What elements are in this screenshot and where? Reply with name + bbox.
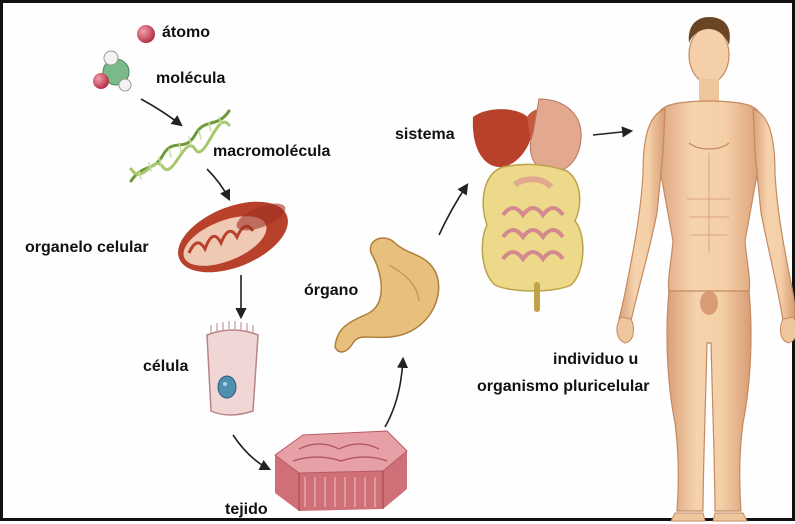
label-tejido: tejido <box>225 500 268 519</box>
human-body-icon <box>617 17 795 521</box>
label-atomo: átomo <box>162 23 210 42</box>
label-individuo-line2: organismo pluricelular <box>477 377 649 396</box>
arrow-system-to-individual <box>593 131 631 135</box>
tissue-icon <box>275 431 407 511</box>
label-macromolecula: macromolécula <box>213 142 330 161</box>
molecule-icon <box>93 51 131 91</box>
mitochondrion-icon <box>168 187 298 286</box>
digestive-system-icon <box>473 99 583 309</box>
label-molecula: molécula <box>156 69 225 88</box>
label-individuo-line1: individuo u <box>553 350 638 369</box>
arrow-cell-to-tissue <box>233 435 269 469</box>
label-organo: órgano <box>304 281 358 300</box>
arrow-molecule-to-macromolecule <box>141 99 181 125</box>
label-celula: célula <box>143 357 188 376</box>
atom-icon <box>137 25 155 43</box>
arrow-organ-to-system <box>439 185 467 235</box>
cell-icon <box>207 321 258 415</box>
label-organelo: organelo celular <box>25 238 149 257</box>
label-sistema: sistema <box>395 125 455 144</box>
diagram-canvas <box>3 3 795 524</box>
arrow-tissue-to-organ <box>385 359 403 427</box>
arrow-macromolecule-to-organelle <box>207 169 229 199</box>
